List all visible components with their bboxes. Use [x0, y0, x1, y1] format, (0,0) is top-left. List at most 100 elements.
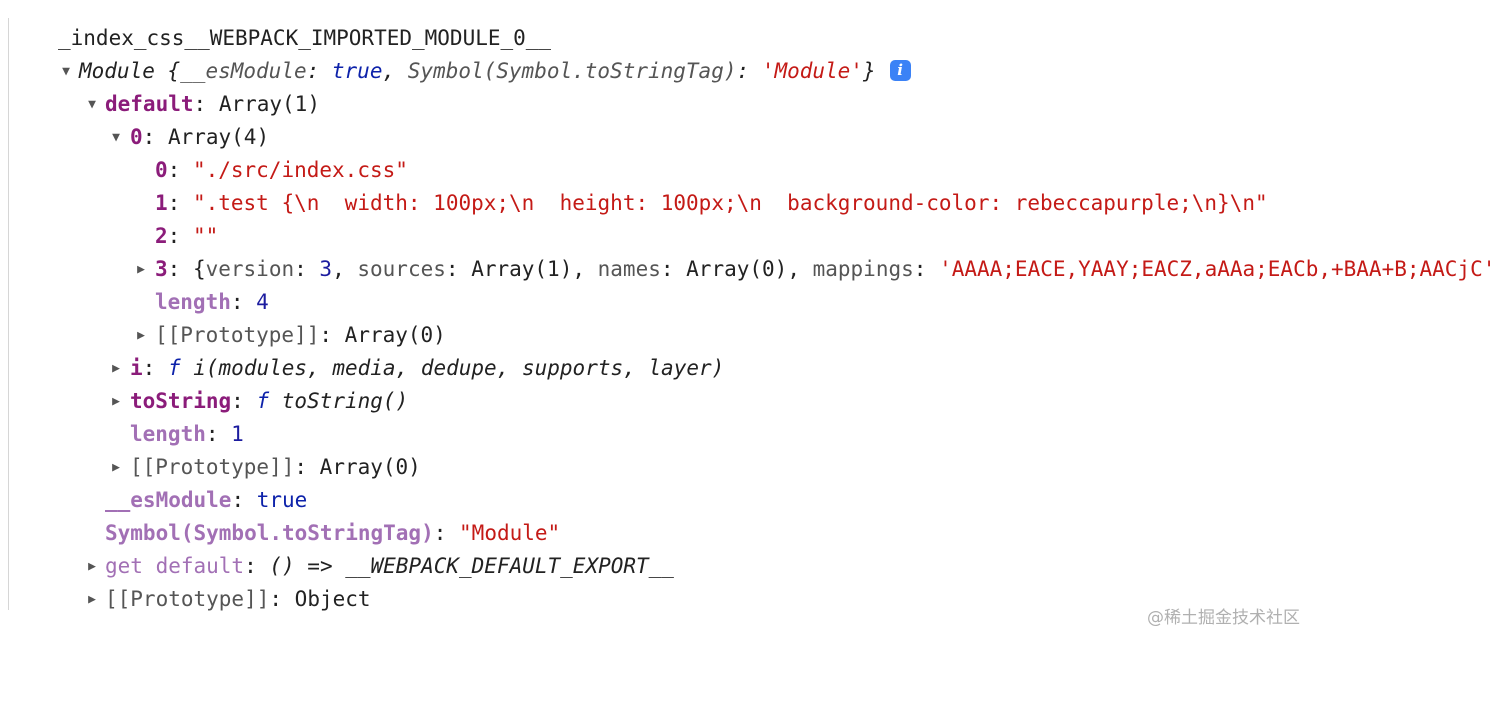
sources-value: Array(1) [471, 257, 573, 281]
module-esmodule-value: true [331, 59, 383, 83]
array-item-1: 1: ".test {\n width: 100px;\n height: 10… [155, 187, 1268, 220]
mappings-key: mappings [812, 257, 914, 281]
property-key: 0 [155, 158, 168, 182]
property-separator: : [142, 356, 168, 380]
property-tostring: toString: f toString() [130, 385, 408, 418]
module-symbol-key: Symbol(Symbol.toStringTag) [407, 59, 737, 83]
expanded-triangle-icon[interactable]: ▼ [88, 97, 96, 112]
watermark: @稀土掘金技术社区 [1147, 608, 1300, 628]
property-key: __esModule [105, 488, 232, 512]
collapsed-triangle-icon[interactable]: ▶ [88, 592, 96, 607]
collapsed-triangle-icon[interactable]: ▶ [112, 394, 120, 409]
property-key: toString [130, 389, 232, 413]
console-line-array4-length: length: 4 [0, 286, 1224, 319]
property-default: default: Array(1) [105, 88, 320, 121]
property-length: length: 1 [130, 418, 244, 451]
property-value: Array(1) [218, 92, 320, 116]
array-item-0: 0: "./src/index.css" [155, 154, 408, 187]
console-line-item-1: 1: ".test {\n width: 100px;\n height: 10… [0, 187, 1268, 220]
property-separator: : [167, 257, 193, 281]
property-separator: : [433, 521, 460, 545]
collapsed-triangle-icon[interactable]: ▶ [137, 328, 145, 343]
property-value: Array(4) [167, 125, 270, 149]
module-colon-1: : [306, 59, 332, 83]
property-value: "./src/index.css" [192, 158, 408, 182]
console-line-default-prototype[interactable]: ▶ [[Prototype]]: Array(0) [0, 451, 1224, 484]
console-line-function-tostring[interactable]: ▶ toString: f toString() [0, 385, 1224, 418]
names-key: names [597, 257, 661, 281]
property-symbol: Symbol(Symbol.toStringTag): "Module" [105, 517, 560, 550]
property-value: "Module" [459, 521, 561, 545]
property-index-0: 0: Array(4) [130, 121, 269, 154]
property-key: default [105, 92, 194, 116]
console-line-array4-prototype[interactable]: ▶ [[Prototype]]: Array(0) [0, 319, 1224, 352]
property-separator: : [231, 389, 257, 413]
property-i: i: f i(modules, media, dedupe, supports,… [130, 352, 724, 385]
console-line-get-default[interactable]: ▶ get default: () => __WEBPACK_DEFAULT_E… [0, 550, 1224, 583]
property-esmodule: __esModule: true [105, 484, 307, 517]
console-line-variable-name: _index_css__WEBPACK_IMPORTED_MODULE_0__ [0, 22, 1224, 55]
property-length: length: 4 [155, 286, 269, 319]
console-line-item-2: 2: "" [0, 220, 1224, 253]
function-keyword: f [256, 389, 270, 413]
property-separator: : [193, 92, 219, 116]
property-value: 4 [256, 290, 269, 314]
console-line-esmodule: __esModule: true [0, 484, 1224, 517]
module-colon-2: : [736, 59, 762, 83]
collapsed-triangle-icon[interactable]: ▶ [112, 460, 120, 475]
array-item-3: 3: {version: 3, sources: Array(1), names… [155, 257, 1495, 281]
property-prototype: [[Prototype]]: Array(0) [155, 319, 446, 352]
module-esmodule-key: __esModule [180, 59, 307, 83]
sources-key: sources [357, 257, 446, 281]
console-line-default[interactable]: ▼ default: Array(1) [0, 88, 1224, 121]
property-key: 0 [130, 125, 143, 149]
console-line-symbol: Symbol(Symbol.toStringTag): "Module" [0, 517, 1224, 550]
property-value: 1 [231, 422, 244, 446]
collapsed-triangle-icon[interactable]: ▶ [88, 559, 96, 574]
property-value: () => __WEBPACK_DEFAULT_EXPORT__ [269, 554, 674, 578]
property-separator: : [294, 455, 320, 479]
info-icon[interactable]: i [889, 59, 911, 81]
console-line-item-0: 0: "./src/index.css" [0, 154, 1224, 187]
version-key: version [205, 257, 295, 281]
property-key: [[Prototype]] [155, 323, 320, 347]
property-key: length [155, 290, 231, 314]
property-key: 3 [155, 257, 168, 281]
console-line-function-i[interactable]: ▶ i: f i(modules, media, dedupe, support… [0, 352, 1224, 385]
function-keyword: f [167, 356, 181, 380]
property-separator: : [205, 422, 232, 446]
property-getter: get default: () => __WEBPACK_DEFAULT_EXP… [105, 550, 674, 583]
collapsed-triangle-icon[interactable]: ▶ [112, 361, 120, 376]
property-prototype: [[Prototype]]: Object [105, 583, 371, 616]
object-open-brace: { [192, 257, 206, 281]
console-gutter-line [8, 18, 9, 610]
property-separator: : [142, 125, 168, 149]
console-line-item-3[interactable]: ▶ 3: {version: 3, sources: Array(1), nam… [0, 253, 1495, 286]
property-value: ".test {\n width: 100px;\n height: 100px… [192, 191, 1268, 215]
console-line-module[interactable]: ▼ Module {__esModule: true, Symbol(Symbo… [0, 55, 1224, 88]
property-separator: : [231, 488, 257, 512]
property-value: Array(0) [344, 323, 446, 347]
property-key: length [130, 422, 206, 446]
module-type: Module [79, 59, 155, 83]
version-value: 3 [319, 257, 333, 281]
expanded-triangle-icon[interactable]: ▼ [62, 64, 70, 79]
console-line-default-length: length: 1 [0, 418, 1224, 451]
console-output: _index_css__WEBPACK_IMPORTED_MODULE_0__ … [0, 22, 1495, 616]
property-key: i [130, 356, 143, 380]
expanded-triangle-icon[interactable]: ▼ [112, 130, 120, 145]
property-separator: : [230, 290, 257, 314]
function-signature: toString() [269, 389, 409, 413]
property-separator: : [319, 323, 345, 347]
property-key: [[Prototype]] [130, 455, 295, 479]
collapsed-triangle-icon[interactable]: ▶ [137, 262, 145, 277]
console-line-module-prototype[interactable]: ▶ [[Prototype]]: Object [0, 583, 1224, 616]
property-key: 1 [155, 191, 168, 215]
module-comma-1: , [382, 59, 408, 83]
property-key: get default [105, 554, 245, 578]
property-separator: : [269, 587, 295, 611]
module-summary[interactable]: Module {__esModule: true, Symbol(Symbol.… [79, 55, 911, 88]
console-line-index-0[interactable]: ▼ 0: Array(4) [0, 121, 1224, 154]
property-value: Object [294, 587, 371, 611]
variable-name: _index_css__WEBPACK_IMPORTED_MODULE_0__ [58, 26, 552, 50]
